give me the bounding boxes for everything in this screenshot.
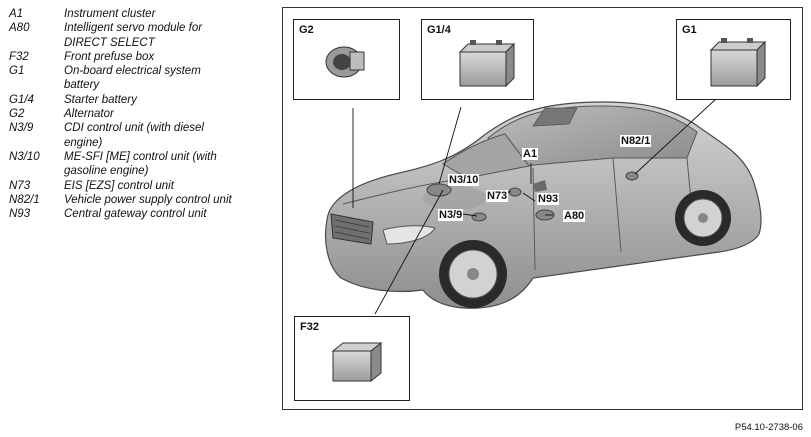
car-illustration bbox=[324, 97, 762, 315]
inset-label: F32 bbox=[300, 321, 319, 333]
callout-n93: N93 bbox=[537, 193, 560, 205]
battery-icon bbox=[709, 38, 767, 88]
leader-lines bbox=[352, 97, 718, 315]
legend-code: N3/10 bbox=[9, 150, 40, 163]
legend-item-a1: A1 Instrument cluster bbox=[9, 7, 274, 21]
inset-g2-alternator: G2 bbox=[293, 19, 400, 100]
legend-description: EIS [EZS] control unit bbox=[64, 179, 174, 192]
component-legend: A1 Instrument cluster A80 Intelligent se… bbox=[9, 7, 274, 221]
legend-item-n73: N73 EIS [EZS] control unit bbox=[9, 179, 274, 193]
inset-f32-front-prefuse-box: F32 bbox=[294, 316, 410, 401]
legend-code: G1/4 bbox=[9, 93, 34, 106]
legend-item-f32: F32 Front prefuse box bbox=[9, 50, 274, 64]
inset-label: G1/4 bbox=[427, 24, 451, 36]
inset-g1-4-starter-battery: G1/4 bbox=[421, 19, 534, 100]
legend-code: F32 bbox=[9, 50, 29, 63]
legend-item-g2: G2 Alternator bbox=[9, 107, 274, 121]
legend-item-n82-1: N82/1 Vehicle power supply control unit bbox=[9, 193, 274, 207]
callout-n3-10: N3/10 bbox=[448, 174, 480, 186]
legend-description: Alternator bbox=[64, 108, 114, 121]
inset-label: G2 bbox=[299, 24, 314, 36]
figure-reference: P54.10-2738-06 bbox=[734, 422, 803, 433]
legend-description: Central gateway control unit bbox=[64, 208, 207, 221]
legend-item-n93: N93 Central gateway control unit bbox=[9, 207, 274, 221]
legend-code: N73 bbox=[9, 179, 31, 192]
legend-item-g1-4: G1/4 Starter battery bbox=[9, 93, 274, 107]
fuse-box-icon bbox=[331, 341, 383, 383]
front-wheel bbox=[439, 240, 507, 308]
rear-wheel bbox=[675, 190, 731, 246]
legend-code: A80 bbox=[9, 22, 30, 35]
callout-n73: N73 bbox=[486, 190, 509, 202]
n3-9-component bbox=[471, 212, 487, 222]
legend-description: Starter battery bbox=[64, 93, 137, 106]
callout-n3-9: N3/9 bbox=[438, 209, 464, 221]
callout-a80: A80 bbox=[563, 210, 586, 222]
alternator-icon bbox=[325, 46, 365, 78]
legend-description: Front prefuse box bbox=[64, 50, 155, 63]
legend-code: A1 bbox=[9, 8, 24, 20]
legend-code: G1 bbox=[9, 65, 25, 78]
inset-label: G1 bbox=[682, 24, 697, 36]
battery-icon bbox=[458, 40, 516, 88]
vehicle-component-diagram: G2 G1/4 G1 F32 bbox=[282, 7, 803, 410]
legend-code: N82/1 bbox=[9, 193, 40, 206]
legend-code: G2 bbox=[9, 108, 25, 121]
callout-n82-1: N82/1 bbox=[620, 135, 652, 147]
callout-a1: A1 bbox=[522, 148, 539, 160]
legend-description: Vehicle power supply control unit bbox=[64, 193, 232, 206]
legend-code: N3/9 bbox=[9, 122, 34, 135]
legend-code: N93 bbox=[9, 208, 31, 221]
inset-g1-onboard-battery: G1 bbox=[676, 19, 791, 100]
legend-description: Instrument cluster bbox=[64, 8, 156, 20]
